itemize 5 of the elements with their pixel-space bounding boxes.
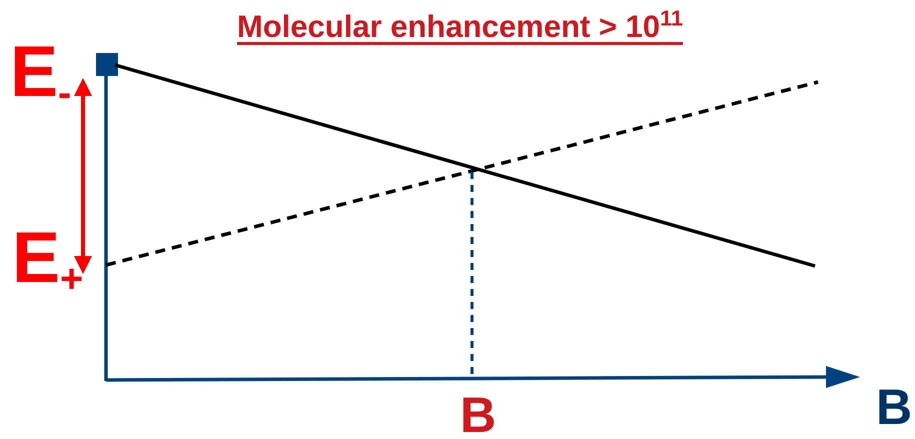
title: Molecular enhancement > 10$^{11}$ <box>236 8 684 42</box>
axis-label: E$_{-}$ <box>10 36 72 114</box>
axis-label: B <box>876 382 912 432</box>
axis-label: B <box>460 390 496 439</box>
axis-label: E$_{+}$ <box>12 222 84 300</box>
